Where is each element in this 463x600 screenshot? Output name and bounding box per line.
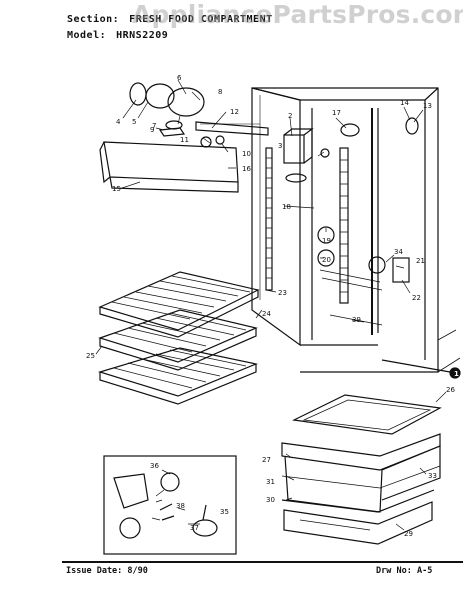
callout-9: 9 bbox=[150, 126, 154, 134]
wire-shelf-bottom bbox=[97, 347, 259, 405]
wire-shelf-top bbox=[98, 271, 260, 338]
callout-17: 17 bbox=[332, 109, 341, 117]
light-shield bbox=[99, 141, 239, 193]
drw-value: A-5 bbox=[416, 566, 433, 576]
callout-16: 16 bbox=[242, 165, 251, 173]
model-header: Model: HRNS2209 bbox=[67, 30, 168, 41]
drawing-number: Drw No: A-5 bbox=[376, 566, 432, 576]
callout-27: 27 bbox=[262, 456, 271, 464]
shelf-ladder-right bbox=[339, 147, 349, 304]
callout-33: 33 bbox=[428, 472, 437, 480]
callout-35: 35 bbox=[220, 508, 229, 516]
refrigerator-cabinet bbox=[251, 87, 461, 373]
callout-39: 39 bbox=[352, 316, 361, 324]
callout-19: 19 bbox=[322, 237, 331, 245]
callout-20: 20 bbox=[322, 256, 331, 264]
issue-label: Issue Date: bbox=[66, 566, 123, 576]
shelf-ladder-left bbox=[265, 147, 273, 291]
callout-24: 24 bbox=[262, 310, 271, 318]
callout-26: 26 bbox=[446, 386, 455, 394]
crisper-cover bbox=[291, 394, 442, 435]
callout-10: 10 bbox=[242, 150, 251, 158]
callout-5: 5 bbox=[132, 118, 136, 126]
model-label: Model: bbox=[67, 30, 107, 41]
callout-2: 2 bbox=[288, 112, 292, 120]
callout-7: 7 bbox=[152, 122, 156, 130]
section-label: Section: bbox=[67, 14, 120, 25]
leader-lines bbox=[95, 79, 447, 531]
callout-4: 4 bbox=[116, 118, 121, 126]
watermark: AppliancePartsPros.com bbox=[132, 0, 463, 29]
inset-detail bbox=[103, 455, 237, 555]
callout-14: 14 bbox=[400, 99, 409, 107]
callout-29: 29 bbox=[404, 530, 413, 538]
callout-11: 11 bbox=[180, 136, 189, 144]
callout-1: 1 bbox=[454, 370, 459, 378]
control-housing bbox=[129, 82, 225, 148]
footer-rule bbox=[62, 561, 463, 563]
callout-37: 37 bbox=[190, 524, 199, 532]
callout-36: 36 bbox=[150, 462, 159, 470]
callouts: 1 2 3 4 5 6 7 8 9 10 11 12 13 14 15 16 1… bbox=[86, 74, 459, 538]
section-header: Section: FRESH FOOD COMPARTMENT bbox=[67, 14, 273, 25]
model-value: HRNS2209 bbox=[116, 30, 169, 41]
callout-18: 18 bbox=[282, 203, 291, 211]
drw-label: Drw No: bbox=[376, 566, 412, 576]
callout-30: 30 bbox=[266, 496, 275, 504]
callout-31: 31 bbox=[266, 478, 275, 486]
control-box bbox=[283, 128, 314, 183]
callout-13: 13 bbox=[423, 102, 432, 110]
callout-25: 25 bbox=[86, 352, 95, 360]
issue-value: 8/90 bbox=[127, 566, 148, 576]
issue-date: Issue Date: 8/90 bbox=[66, 566, 148, 576]
callout-15: 15 bbox=[112, 185, 121, 193]
exploded-parts-diagram: 1 2 3 4 5 6 7 8 9 10 11 12 13 14 15 16 1… bbox=[86, 74, 461, 555]
callout-22: 22 bbox=[412, 294, 421, 302]
callout-38: 38 bbox=[176, 502, 185, 510]
callout-6: 6 bbox=[177, 74, 182, 82]
callout-21: 21 bbox=[416, 257, 425, 265]
control-rail bbox=[195, 121, 269, 136]
callout-8: 8 bbox=[218, 88, 222, 96]
callout-12: 12 bbox=[230, 108, 239, 116]
wire-shelf-middle bbox=[98, 309, 258, 371]
arrow-item-1 bbox=[381, 359, 461, 379]
crisper-drawers bbox=[281, 433, 441, 545]
section-value: FRESH FOOD COMPARTMENT bbox=[129, 14, 273, 25]
callout-23: 23 bbox=[278, 289, 287, 297]
callout-3: 3 bbox=[278, 142, 282, 150]
callout-34: 34 bbox=[394, 248, 403, 256]
cabinet-hardware bbox=[317, 117, 419, 326]
